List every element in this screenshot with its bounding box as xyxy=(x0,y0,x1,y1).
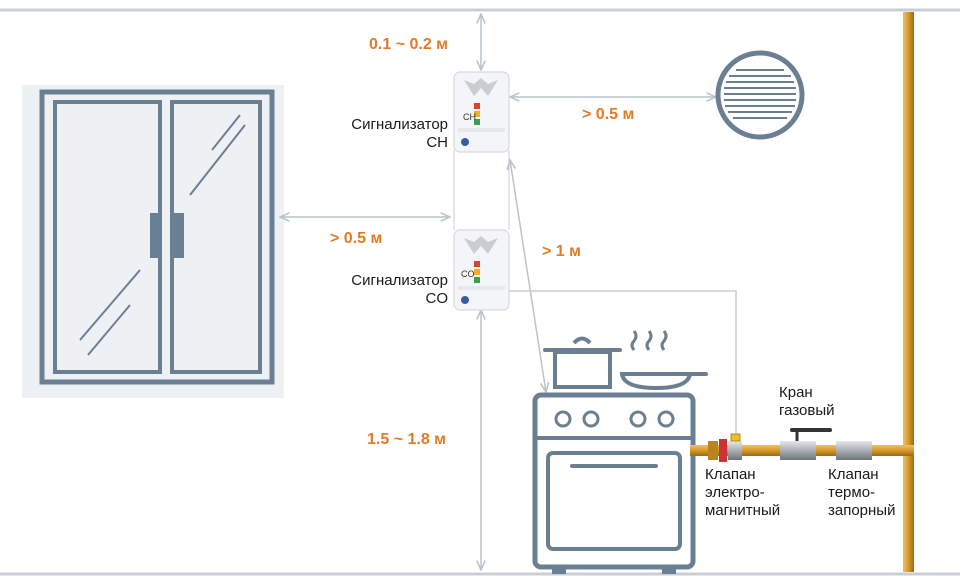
co-detector-label-line2: CO xyxy=(425,290,449,307)
cooking-pot xyxy=(543,336,622,389)
co-detector-face-label: CO xyxy=(461,269,475,279)
ventilation-grille xyxy=(715,50,805,140)
thermal-shutoff-valve xyxy=(836,441,872,460)
ch-detector: CH xyxy=(453,71,510,153)
solenoid-valve-label-line1: Клапан xyxy=(705,466,756,483)
gas-tap-label: Кран газовый xyxy=(779,384,835,420)
thermal-valve-label-line3: запорный xyxy=(828,502,896,519)
solenoid-valve-label: Клапан электро- магнитный xyxy=(705,466,780,520)
solenoid-valve-label-line3: магнитный xyxy=(705,502,781,519)
thermal-valve-label: Клапан термо- запорный xyxy=(828,466,895,520)
gas-tap xyxy=(780,428,832,460)
solenoid-valve xyxy=(708,433,742,462)
ch-detector-face-label: CH xyxy=(463,112,476,122)
frying-pan xyxy=(619,330,708,391)
stove-distance-label: > 1 м xyxy=(542,243,581,260)
ch-detector-label-line1: Сигнализатор xyxy=(351,116,448,133)
ceiling-gap-label: 0.1 ~ 0.2 м xyxy=(369,36,448,53)
co-detector: CO xyxy=(453,229,510,311)
vent-distance-label: > 0.5 м xyxy=(582,106,635,123)
solenoid-valve-label-line2: электро- xyxy=(705,484,765,501)
thermal-valve-label-line2: термо- xyxy=(828,484,876,501)
window xyxy=(22,85,284,398)
gas-tap-label-line1: Кран xyxy=(779,384,813,401)
window-distance-label: > 0.5 м xyxy=(330,230,383,247)
ch-detector-label: Сигнализатор CH xyxy=(320,116,448,152)
gas-stove xyxy=(532,392,696,574)
gas-tap-label-line2: газовый xyxy=(779,402,835,419)
co-detector-label: Сигнализатор CO xyxy=(320,272,448,308)
thermal-valve-label-line1: Клапан xyxy=(828,466,879,483)
co-detector-label-line1: Сигнализатор xyxy=(351,272,448,289)
ch-detector-label-line2: CH xyxy=(426,134,448,151)
floor-height-label: 1.5 ~ 1.8 м xyxy=(367,431,446,448)
